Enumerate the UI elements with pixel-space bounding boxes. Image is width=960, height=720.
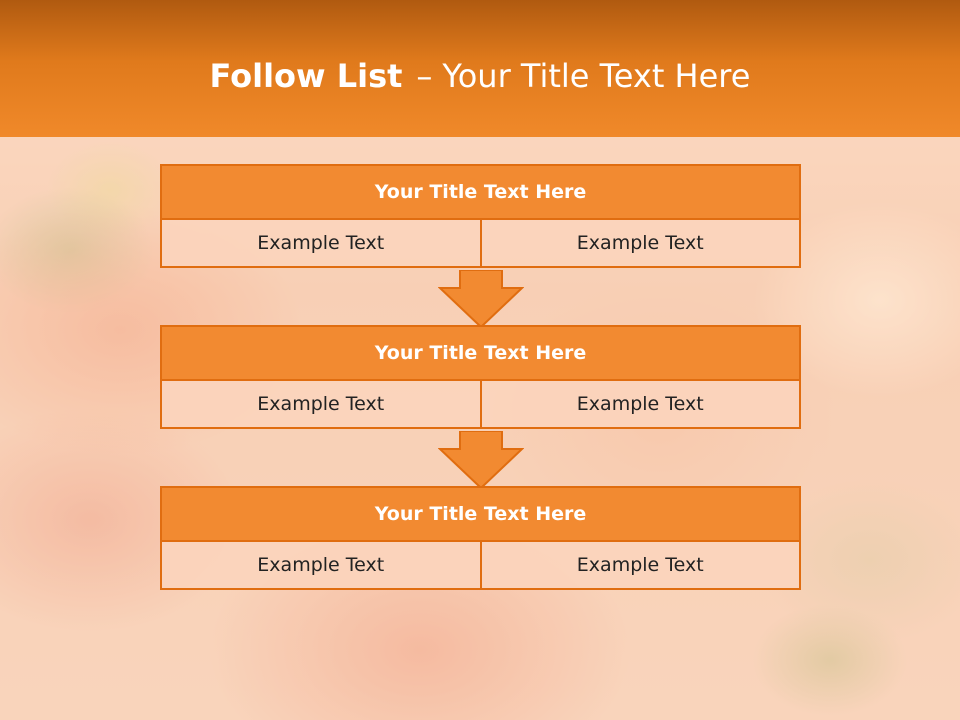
block-title: Your Title Text Here — [160, 486, 801, 542]
block-title: Your Title Text Here — [160, 325, 801, 381]
slide-title-rest: Your Title Text Here — [442, 57, 751, 95]
block-cell-left: Example Text — [160, 220, 482, 268]
slide-title-separator: – — [416, 57, 433, 95]
block-row: Example Text Example Text — [160, 381, 801, 429]
list-block-3: Your Title Text Here Example Text Exampl… — [160, 486, 801, 590]
slide-title: Follow List–Your Title Text Here — [0, 52, 960, 100]
block-row: Example Text Example Text — [160, 542, 801, 590]
down-arrow-icon — [438, 431, 524, 489]
block-cell-right: Example Text — [481, 381, 801, 429]
block-cell-left: Example Text — [160, 542, 482, 590]
list-block-1: Your Title Text Here Example Text Exampl… — [160, 164, 801, 268]
block-row: Example Text Example Text — [160, 220, 801, 268]
block-cell-left: Example Text — [160, 381, 482, 429]
block-cell-right: Example Text — [481, 542, 801, 590]
down-arrow-icon — [438, 270, 524, 328]
block-cell-right: Example Text — [481, 220, 801, 268]
list-block-2: Your Title Text Here Example Text Exampl… — [160, 325, 801, 429]
slide-title-bold: Follow List — [209, 57, 403, 95]
block-title: Your Title Text Here — [160, 164, 801, 220]
header-bar: Follow List–Your Title Text Here — [0, 0, 960, 137]
